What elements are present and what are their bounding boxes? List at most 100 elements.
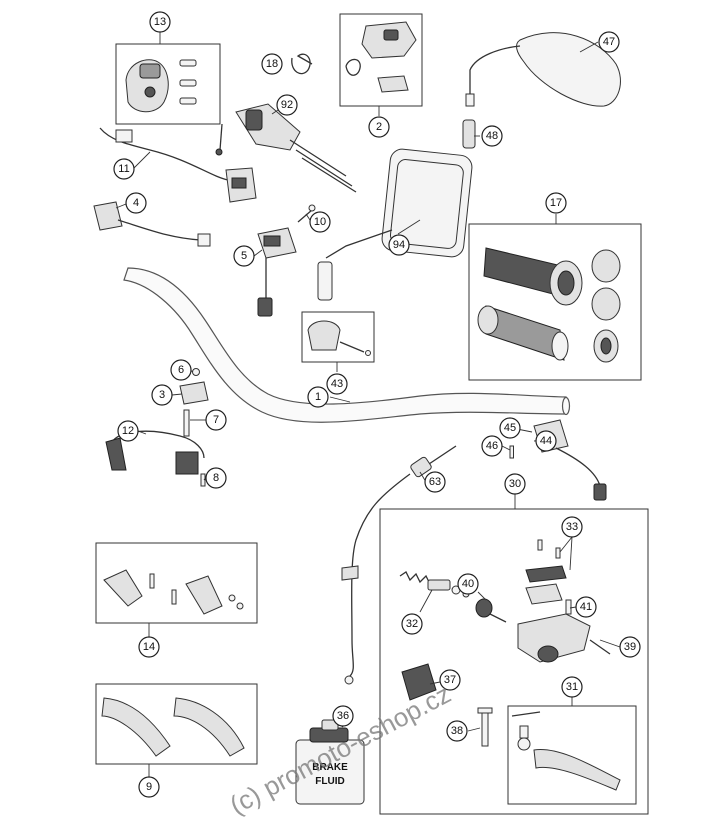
callout-32: 32 (401, 613, 423, 635)
part-7-bolt (183, 409, 190, 437)
callout-47: 47 (598, 31, 620, 53)
svg-text:32: 32 (406, 618, 418, 630)
callout-5: 5 (233, 245, 255, 267)
svg-text:5: 5 (241, 250, 247, 262)
svg-text:36: 36 (337, 710, 349, 722)
svg-text:39: 39 (624, 641, 636, 653)
part-6-nut (192, 368, 200, 376)
part-9-handguards (101, 697, 245, 757)
callout-37: 37 (439, 669, 461, 691)
part-38-pin (477, 707, 493, 747)
callout-30: 30 (504, 473, 526, 495)
part-8-screw (200, 473, 206, 487)
part-5-switch (257, 227, 297, 317)
part-17-grips (477, 247, 621, 363)
callout-63: 63 (424, 471, 446, 493)
callout-3: 3 (151, 384, 173, 406)
part-31-lever (511, 711, 621, 791)
svg-text:30: 30 (509, 478, 521, 490)
bottle-label-line-1: BRAKE (312, 762, 348, 773)
svg-text:37: 37 (444, 674, 456, 686)
callout-1: 1 (307, 386, 329, 408)
callout-38: 38 (446, 720, 468, 742)
svg-text:31: 31 (566, 681, 578, 693)
callout-31: 31 (561, 676, 583, 698)
svg-text:2: 2 (376, 121, 382, 133)
part-36-brake-fluid-bottle: BRAKE FLUID (295, 719, 365, 805)
svg-text:63: 63 (429, 476, 441, 488)
svg-text:13: 13 (154, 16, 166, 28)
svg-text:38: 38 (451, 725, 463, 737)
part-47-mirror (465, 32, 621, 107)
callout-17: 17 (545, 192, 567, 214)
svg-text:7: 7 (213, 414, 219, 426)
box-17 (468, 223, 642, 381)
svg-text:14: 14 (143, 641, 155, 653)
callout-7: 7 (205, 409, 227, 431)
svg-text:45: 45 (504, 422, 516, 434)
callout-9: 9 (138, 776, 160, 798)
callout-39: 39 (619, 636, 641, 658)
part-11-harness (99, 127, 257, 203)
svg-text:43: 43 (331, 378, 343, 390)
svg-text:33: 33 (566, 521, 578, 533)
callout-33: 33 (561, 516, 583, 538)
box-13 (115, 43, 221, 125)
svg-text:8: 8 (213, 472, 219, 484)
part-18-cable-tie (291, 53, 313, 75)
svg-text:48: 48 (486, 130, 498, 142)
handlebar-end (561, 396, 571, 416)
callout-92: 92 (276, 94, 298, 116)
part-2-switch (345, 21, 417, 93)
callout-36: 36 (332, 705, 354, 727)
box-2 (339, 13, 423, 107)
part-14-handguard-mounts (103, 569, 244, 615)
box-9 (95, 683, 258, 765)
svg-text:92: 92 (281, 99, 293, 111)
box-30 (379, 508, 649, 815)
part-43-clamp (307, 320, 371, 356)
part-37-reservoir-clamp (401, 663, 437, 701)
svg-text:18: 18 (266, 58, 278, 70)
part-10-bolt (297, 209, 313, 223)
callout-10: 10 (309, 211, 331, 233)
svg-text:17: 17 (550, 197, 562, 209)
leader-lines (115, 32, 621, 777)
part-41-master-cylinder (517, 599, 611, 663)
callout-94: 94 (388, 234, 410, 256)
svg-text:94: 94 (393, 239, 405, 251)
part-12-holder (105, 430, 206, 487)
svg-text:46: 46 (486, 440, 498, 452)
svg-text:3: 3 (159, 389, 165, 401)
callout-46: 46 (481, 435, 503, 457)
callout-41: 41 (575, 596, 597, 618)
part-40-piston (475, 598, 507, 623)
svg-text:6: 6 (178, 364, 184, 376)
callout-11: 11 (113, 158, 135, 180)
part-48-bushing (462, 119, 476, 149)
svg-text:9: 9 (146, 781, 152, 793)
svg-text:10: 10 (314, 216, 326, 228)
callout-40: 40 (457, 573, 479, 595)
part-94-mirror (317, 148, 473, 301)
callout-45: 45 (499, 417, 521, 439)
callout-48: 48 (481, 125, 503, 147)
bottle-label-line-2: FLUID (315, 776, 344, 787)
part-4-switch (93, 201, 211, 247)
callout-43: 43 (326, 373, 348, 395)
part-13-switch-housing (125, 59, 197, 113)
box-43 (301, 311, 375, 363)
svg-text:1: 1 (315, 391, 321, 403)
svg-text:12: 12 (122, 425, 134, 437)
svg-text:11: 11 (118, 163, 129, 175)
svg-text:41: 41 (580, 601, 592, 613)
box-14 (95, 542, 258, 624)
svg-text:47: 47 (603, 36, 615, 48)
part-33-cover (525, 539, 567, 605)
part-63-brake-hose (341, 445, 457, 685)
callout-14: 14 (138, 636, 160, 658)
callout-13: 13 (149, 11, 171, 33)
callout-6: 6 (170, 359, 192, 381)
callout-2: 2 (368, 116, 390, 138)
